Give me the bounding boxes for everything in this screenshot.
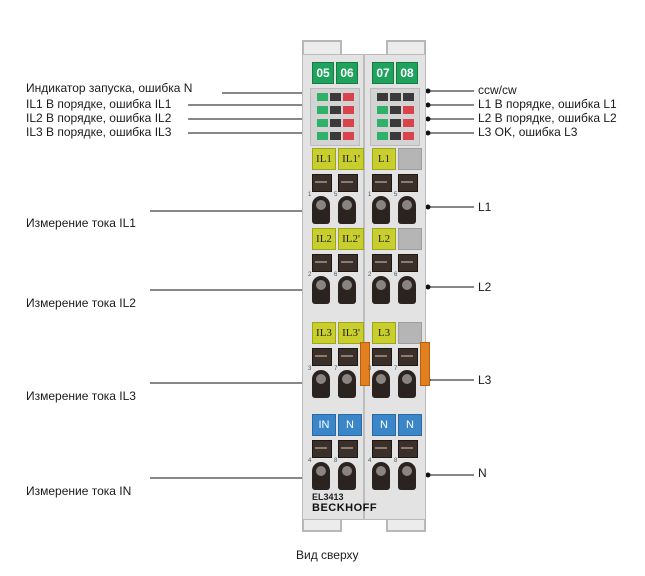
caption-top-view: Вид сверху xyxy=(296,548,359,562)
pin-number: 2 xyxy=(308,272,312,278)
label-l1-status: L1 В порядке, ошибка L1 xyxy=(478,97,617,111)
tag-n: N xyxy=(338,414,362,436)
tag-il3-prime: IL3' xyxy=(338,322,364,344)
label-l3-status: L3 OK, ошибка L3 xyxy=(478,125,578,139)
housing-divider xyxy=(363,54,365,520)
label-start-indicator: Индикатор запуска, ошибка N xyxy=(26,81,193,95)
label-il2-status: IL2 В порядке, ошибка IL2 xyxy=(26,111,172,125)
pin-number: 1 xyxy=(308,192,312,198)
tag-in: IN xyxy=(312,414,336,436)
pin-number: 8 xyxy=(394,458,398,464)
pin-number: 4 xyxy=(368,458,372,464)
pin-number: 1 xyxy=(368,192,372,198)
pin-number: 6 xyxy=(394,272,398,278)
label-il2-measure: Измерение тока IL2 xyxy=(26,296,136,310)
tag-blank xyxy=(398,322,422,344)
pin-number: 7 xyxy=(394,366,398,372)
led-panel-right xyxy=(370,88,420,146)
tag-il3: IL3 xyxy=(312,322,336,344)
tag-l2: L2 xyxy=(372,228,396,250)
tag-blank xyxy=(398,148,422,170)
channel-number: 06 xyxy=(336,62,358,84)
pin-number: 7 xyxy=(334,366,338,372)
pin-number: 3 xyxy=(368,366,372,372)
led-panel-left xyxy=(310,88,360,146)
orange-release-right xyxy=(420,342,430,386)
label-in-measure: Измерение тока IN xyxy=(26,484,132,498)
terminal-block-illustration: 05 06 07 08 IL1 IL1' L1 1 5 1 5 IL2 IL2'… xyxy=(298,40,430,532)
label-l3: L3 xyxy=(478,373,492,387)
tag-blank xyxy=(398,228,422,250)
top-clip-right xyxy=(386,40,426,56)
label-n: N xyxy=(478,466,487,480)
label-l2: L2 xyxy=(478,280,492,294)
label-il1-status: IL1 В порядке, ошибка IL1 xyxy=(26,97,172,111)
bottom-clip-right xyxy=(386,516,426,532)
tag-il2-prime: IL2' xyxy=(338,228,364,250)
label-ccw-cw: ccw/cw xyxy=(478,83,517,97)
pin-number: 8 xyxy=(334,458,338,464)
pin-number: 4 xyxy=(308,458,312,464)
pin-number: 6 xyxy=(334,272,338,278)
pin-number: 5 xyxy=(394,192,398,198)
label-il1-measure: Измерение тока IL1 xyxy=(26,216,136,230)
label-il3-status: IL3 В порядке, ошибка IL3 xyxy=(26,125,172,139)
bottom-clip-left xyxy=(302,516,342,532)
label-il3-measure: Измерение тока IL3 xyxy=(26,389,136,403)
top-clip-left xyxy=(302,40,342,56)
tag-il1: IL1 xyxy=(312,148,336,170)
channel-number: 08 xyxy=(396,62,418,84)
tag-il2: IL2 xyxy=(312,228,336,250)
tag-l1: L1 xyxy=(372,148,396,170)
label-l1: L1 xyxy=(478,200,492,214)
pin-number: 5 xyxy=(334,192,338,198)
channel-number: 07 xyxy=(372,62,394,84)
tag-n: N xyxy=(372,414,396,436)
pin-number: 3 xyxy=(308,366,312,372)
tag-l3: L3 xyxy=(372,322,396,344)
tag-il1-prime: IL1' xyxy=(338,148,364,170)
label-l2-status: L2 В порядке, ошибка L2 xyxy=(478,111,617,125)
pin-number: 2 xyxy=(368,272,372,278)
orange-release-left xyxy=(360,342,370,386)
brand-logo: BECKHOFF xyxy=(312,502,378,514)
model-number: EL3413 xyxy=(312,492,344,502)
tag-n: N xyxy=(398,414,422,436)
channel-number: 05 xyxy=(312,62,334,84)
